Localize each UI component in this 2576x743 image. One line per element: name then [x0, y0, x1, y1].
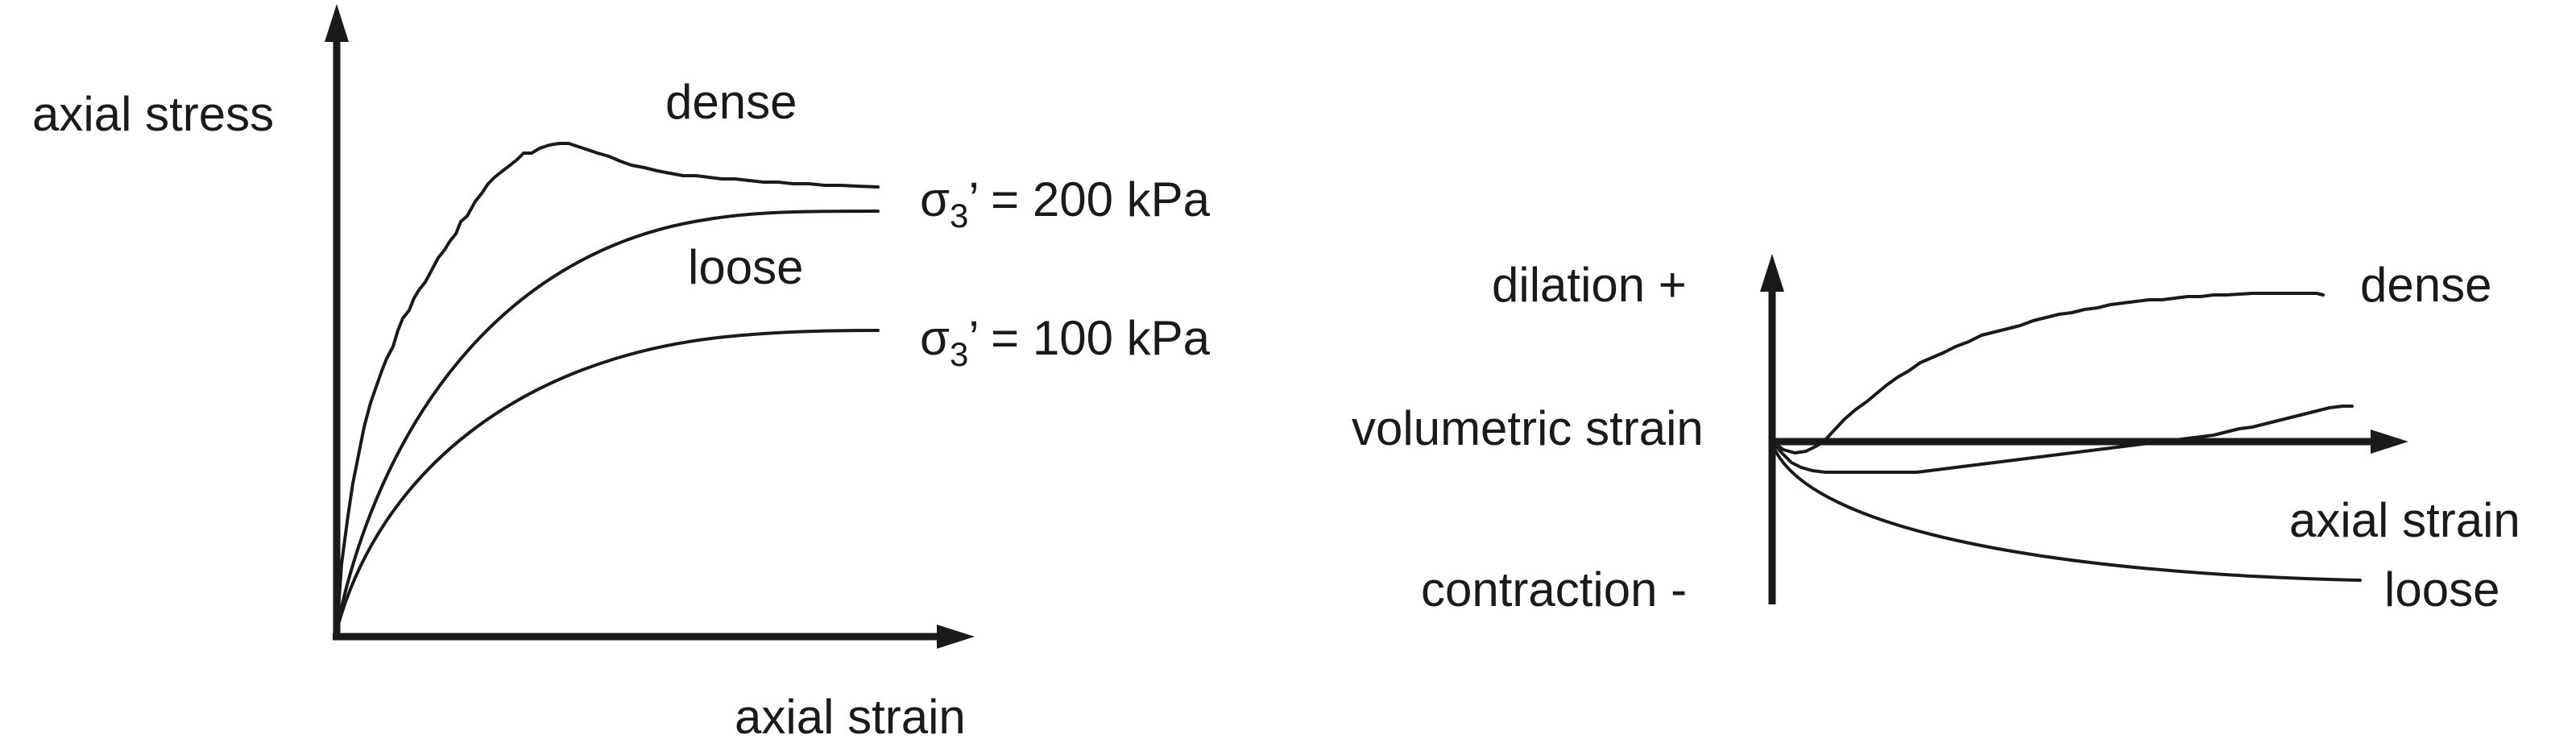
sigma-subscript: 3 [950, 197, 968, 235]
axial-strain-axis-right-arrowhead [2371, 430, 2408, 454]
axial-strain-label-right: axial strain [2289, 493, 2520, 547]
loose-label-right: loose [2384, 562, 2499, 616]
volumetric-strain-diagram: dilation + volumetric strain contraction… [1352, 254, 2520, 616]
stress-strain-diagram: axial stress axial strain dense loose σ3… [32, 4, 1211, 743]
pressure-100kpa-label: σ3’ = 100 kPa [920, 311, 1211, 373]
axial-strain-label-left: axial strain [735, 690, 966, 743]
loose-200kpa-curve [335, 210, 880, 630]
sigma-symbol: σ [920, 311, 950, 365]
pressure-200kpa-label: σ3’ = 200 kPa [920, 172, 1211, 235]
loose-label-left: loose [688, 240, 803, 294]
stress-axis-arrowhead [325, 4, 349, 42]
medium-volumetric-curve [1770, 405, 2354, 474]
dense-label-left: dense [665, 75, 797, 129]
pressure-value: ’ = 100 kPa [968, 311, 1210, 365]
dense-200kpa-curve [335, 142, 880, 634]
volumetric-strain-axis-arrowhead [1760, 254, 1784, 292]
sigma-symbol: σ [920, 172, 950, 226]
axial-stress-label: axial stress [32, 87, 274, 141]
volumetric-strain-label: volumetric strain [1352, 401, 1704, 455]
loose-100kpa-curve [335, 329, 880, 632]
strain-axis-arrowhead [937, 625, 975, 649]
dilation-label: dilation + [1492, 258, 1687, 312]
loose-volumetric-curve [1770, 442, 2362, 582]
dense-volumetric-curve [1770, 292, 2325, 455]
sigma-subscript: 3 [950, 335, 968, 373]
pressure-value: ’ = 200 kPa [968, 172, 1210, 226]
dense-label-right: dense [2360, 258, 2491, 312]
contraction-label: contraction - [1421, 562, 1687, 616]
